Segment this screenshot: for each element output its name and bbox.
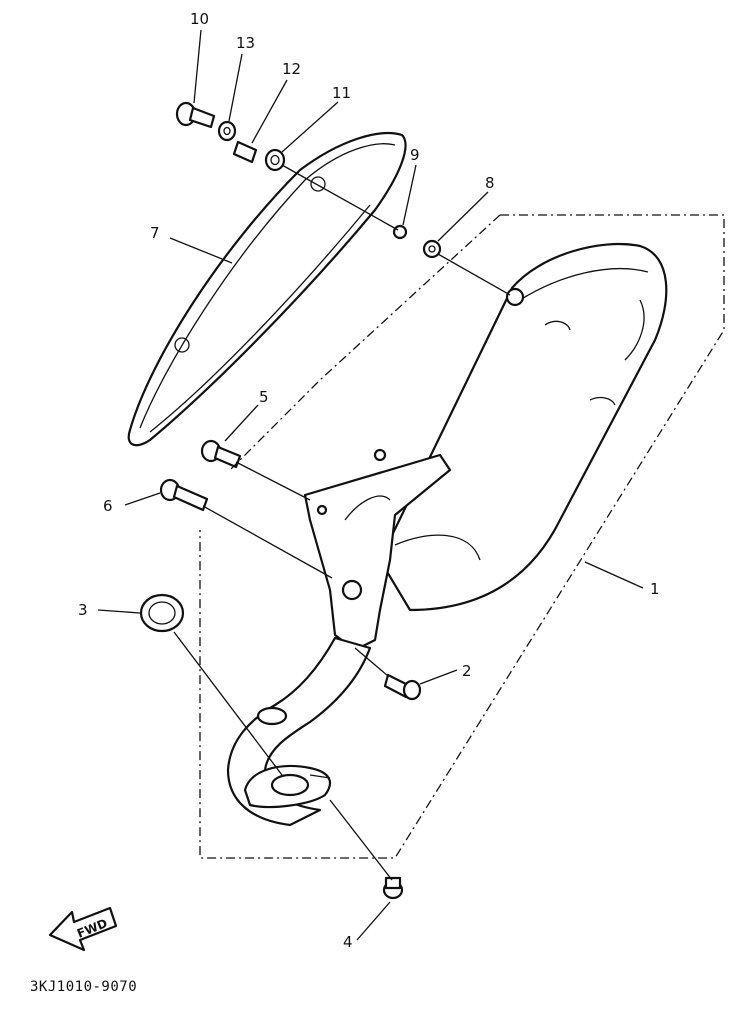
muffler-protector	[127, 131, 407, 447]
callout-5: 5	[259, 388, 269, 406]
callout-10: 10	[190, 10, 209, 28]
bolt-6	[159, 478, 209, 512]
nut-8	[422, 239, 442, 259]
callout-2: 2	[462, 662, 472, 680]
callout-13: 13	[236, 34, 255, 52]
grommet-11	[264, 148, 286, 172]
drawing-code: 3KJ1010-9070	[30, 979, 137, 995]
callout-9: 9	[410, 146, 420, 164]
washer-9	[392, 224, 408, 240]
callout-7: 7	[150, 224, 160, 242]
washer-13	[217, 120, 237, 142]
callout-4: 4	[343, 933, 353, 951]
exhaust-flange	[243, 764, 332, 809]
bolt-2	[383, 673, 422, 701]
callout-1: 1	[650, 580, 660, 598]
collar-12	[232, 140, 258, 164]
bolt-10	[175, 101, 216, 129]
nut-4	[382, 876, 404, 900]
callout-11: 11	[332, 84, 351, 102]
callout-12: 12	[282, 60, 301, 78]
callout-6: 6	[103, 497, 113, 515]
muffler-bracket	[303, 448, 452, 652]
bolt-5	[200, 439, 242, 469]
callout-8: 8	[485, 174, 495, 192]
gasket-3	[139, 593, 185, 633]
muffler	[378, 242, 668, 612]
assembly-boundary	[199, 214, 725, 859]
callout-3: 3	[78, 601, 88, 619]
forward-arrow-icon: FWD	[48, 906, 118, 952]
